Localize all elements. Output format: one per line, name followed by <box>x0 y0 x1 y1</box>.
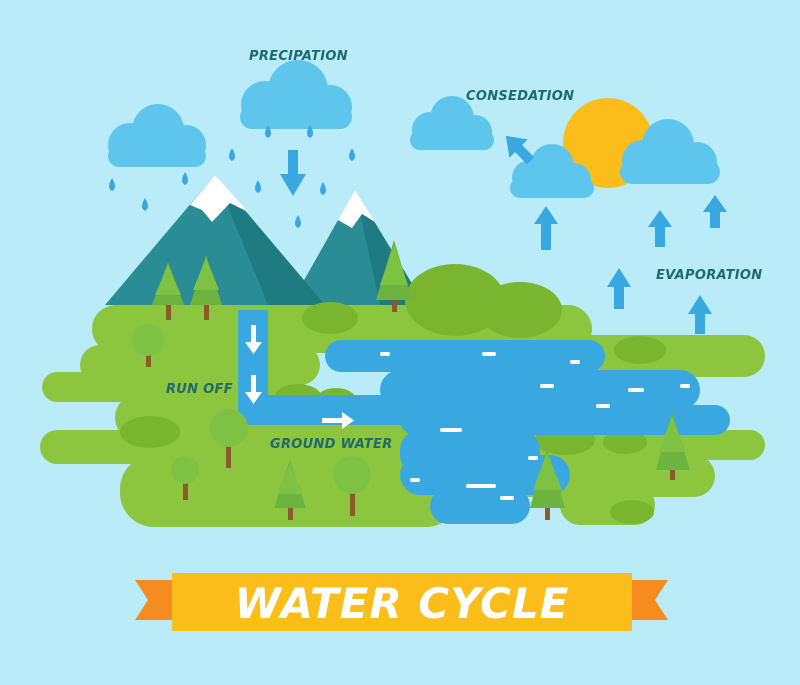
cloud-left <box>108 104 206 167</box>
label-run-off: RUN OFF <box>166 382 233 397</box>
label-condensation: CONSEDATION <box>466 89 574 104</box>
ribbon-right <box>632 580 668 620</box>
ribbon-left <box>135 580 172 620</box>
cloud-precipitation <box>240 60 352 129</box>
label-precipitation: PRECIPATION <box>249 49 348 64</box>
title-banner: WATER CYCLE <box>135 573 668 631</box>
condensation-arrow <box>505 135 535 165</box>
label-evaporation: EVAPORATION <box>656 268 762 283</box>
diagram-title: WATER CYCLE <box>235 579 570 628</box>
label-ground-water: GROUND WATER <box>270 437 393 452</box>
cloud-condensation <box>410 96 494 150</box>
rain-drops <box>109 125 355 228</box>
cloud-right <box>620 119 720 184</box>
banner-body <box>172 573 632 631</box>
precipitation-arrow <box>280 150 306 196</box>
trees <box>132 240 690 520</box>
water-ripples <box>380 352 690 500</box>
hills <box>120 264 666 524</box>
cloud-under-sun <box>510 144 594 198</box>
mountains <box>105 175 425 305</box>
runoff-arrows <box>245 325 354 429</box>
